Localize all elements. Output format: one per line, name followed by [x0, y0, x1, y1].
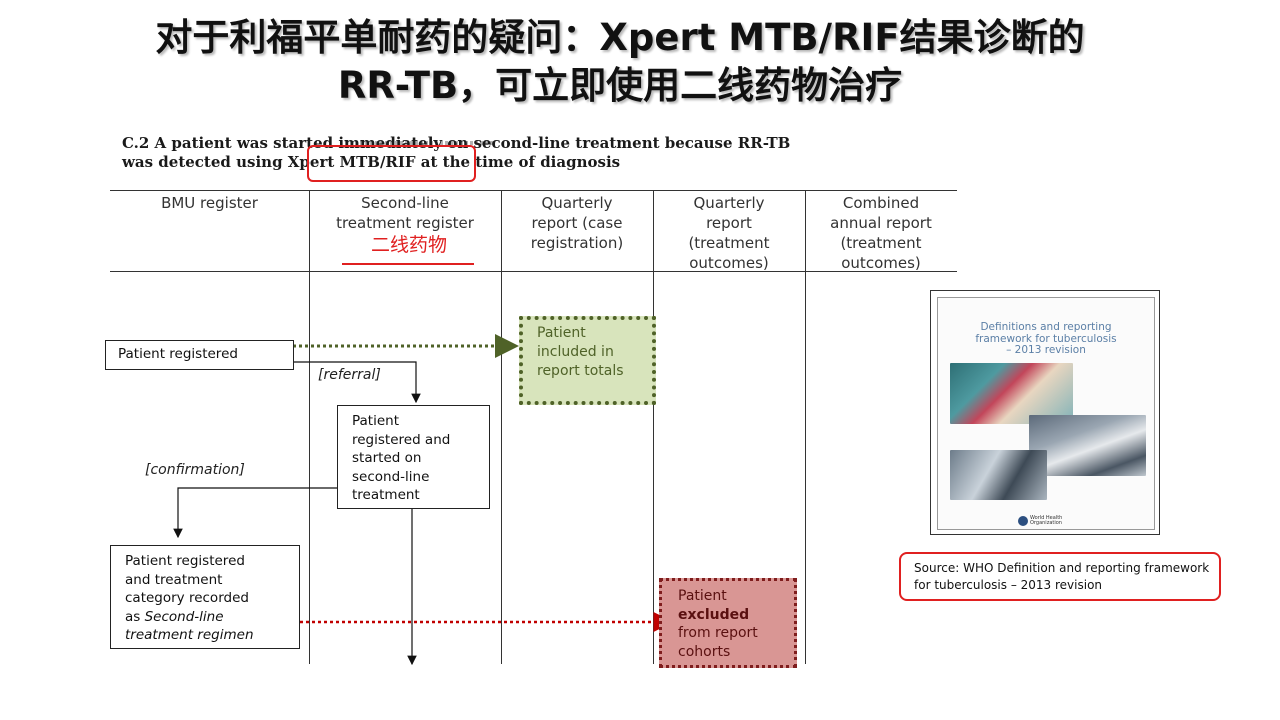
column-header-text: report (case [531, 214, 623, 232]
who-report-title: Definitions and reporting framework for … [946, 321, 1146, 357]
column-header-bmu-register: BMU register [110, 193, 309, 213]
box-text-italic: Second-line [144, 608, 224, 625]
confirmation-arrow [173, 487, 337, 539]
column-header-text: annual report [830, 214, 932, 232]
second-line-drug-annotation: 二线药物 [370, 234, 447, 256]
column-header-text: registration) [530, 234, 624, 252]
column-header-text: Combined [842, 194, 920, 212]
source-line: for tuberculosis – 2013 revision [914, 578, 1103, 592]
column-divider-2 [501, 190, 502, 664]
who-title-line: Definitions and reporting [980, 321, 1112, 333]
column-divider-1 [309, 190, 310, 664]
box-text-prefix: as [125, 608, 145, 625]
section-heading-line1: C.2 A patient was started immediately on… [122, 134, 791, 152]
column-header-quarterly-case: Quarterly report (case registration) [501, 193, 653, 253]
second-line-started-box: Patient registered and started on second… [337, 405, 490, 509]
column-header-text: Quarterly [541, 194, 613, 212]
box-text: and treatment [125, 571, 223, 588]
box-text: Patient [678, 588, 727, 604]
box-text: category recorded [125, 590, 249, 606]
box-text: Patient [352, 413, 400, 429]
table-header-rule [110, 271, 957, 272]
cover-photo-3 [950, 450, 1047, 500]
category-recorded-box: Patient registered and treatment categor… [110, 545, 300, 649]
box-text: excluded [678, 606, 750, 623]
who-logo-line: World Health [1030, 515, 1063, 521]
box-text: Patient registered [118, 346, 238, 362]
patient-registered-box: Patient registered [105, 340, 294, 370]
who-report-page: Definitions and reporting framework for … [937, 297, 1155, 530]
who-logo-line: Organization [1030, 520, 1062, 526]
box-text-italic: treatment regimen [125, 627, 254, 643]
who-report-cover: Definitions and reporting framework for … [930, 290, 1160, 535]
box-text: report totals [537, 363, 624, 379]
column-header-text: outcomes) [689, 254, 769, 272]
cover-photo-2 [1029, 415, 1146, 476]
column-header-text: (treatment [840, 234, 922, 252]
table-top-rule [110, 190, 957, 191]
xpert-highlight-box [307, 145, 476, 182]
scan-artifact [345, 141, 495, 145]
referral-arrow [293, 361, 421, 404]
column-divider-4 [805, 190, 806, 664]
box-text: Patient registered [125, 553, 245, 569]
box-text: registered and [352, 431, 451, 448]
who-logo-text: World Health Organization [1030, 516, 1062, 526]
confirmation-label: [confirmation] [145, 462, 245, 478]
slide-title: 对于利福平单耐药的疑问：Xpert MTB/RIF结果诊断的 RR-TB，可立即… [60, 14, 1180, 110]
box-text: Patient [537, 325, 586, 341]
column-header-text: report [706, 214, 752, 232]
included-in-report-box: Patient included in report totals [519, 316, 656, 405]
box-text: treatment regimen [125, 626, 285, 645]
box-text: cohorts [678, 643, 731, 660]
column-header-text: treatment register [336, 214, 474, 232]
box-text: second-line [352, 468, 430, 485]
column-header-text: Second-line [361, 194, 449, 212]
box-text: from report [678, 625, 758, 641]
source-line: Source: WHO Definition and reporting fra… [914, 561, 1210, 575]
column-header-text: (treatment [688, 234, 770, 252]
who-title-line: – 2013 revision [1006, 344, 1086, 356]
column-header-second-line-register: Second-line treatment register [309, 193, 501, 233]
column-header-text: outcomes) [841, 254, 921, 272]
excluded-from-cohorts-box: Patient excluded from report cohorts [659, 578, 797, 668]
column-header-text: Quarterly [693, 194, 765, 212]
column-header-combined-annual: Combined annual report (treatment outcom… [805, 193, 957, 273]
slide-title-line1: 对于利福平单耐药的疑问：Xpert MTB/RIF结果诊断的 [155, 16, 1085, 59]
referral-label: [referral] [318, 367, 381, 383]
box-text: started on [352, 450, 422, 466]
section-heading: C.2 A patient was started immediately on… [122, 134, 942, 172]
cover-photo-1 [950, 363, 1073, 424]
source-citation: Source: WHO Definition and reporting fra… [899, 552, 1221, 601]
column-divider-3 [653, 190, 654, 664]
slide-title-line2: RR-TB，可立即使用二线药物治疗 [337, 64, 903, 107]
box-text: included in [537, 344, 614, 360]
who-logo-icon [1018, 516, 1028, 526]
box-text: treatment [352, 487, 420, 503]
who-title-line: framework for tuberculosis [975, 332, 1117, 345]
section-heading-line2: was detected using Xpert MTB/RIF at the … [122, 153, 621, 171]
column-header-text: BMU register [161, 194, 258, 212]
column-header-quarterly-outcomes: Quarterly report (treatment outcomes) [653, 193, 805, 273]
annotation-underline [342, 263, 474, 265]
box-text: as Second-line [125, 608, 285, 627]
